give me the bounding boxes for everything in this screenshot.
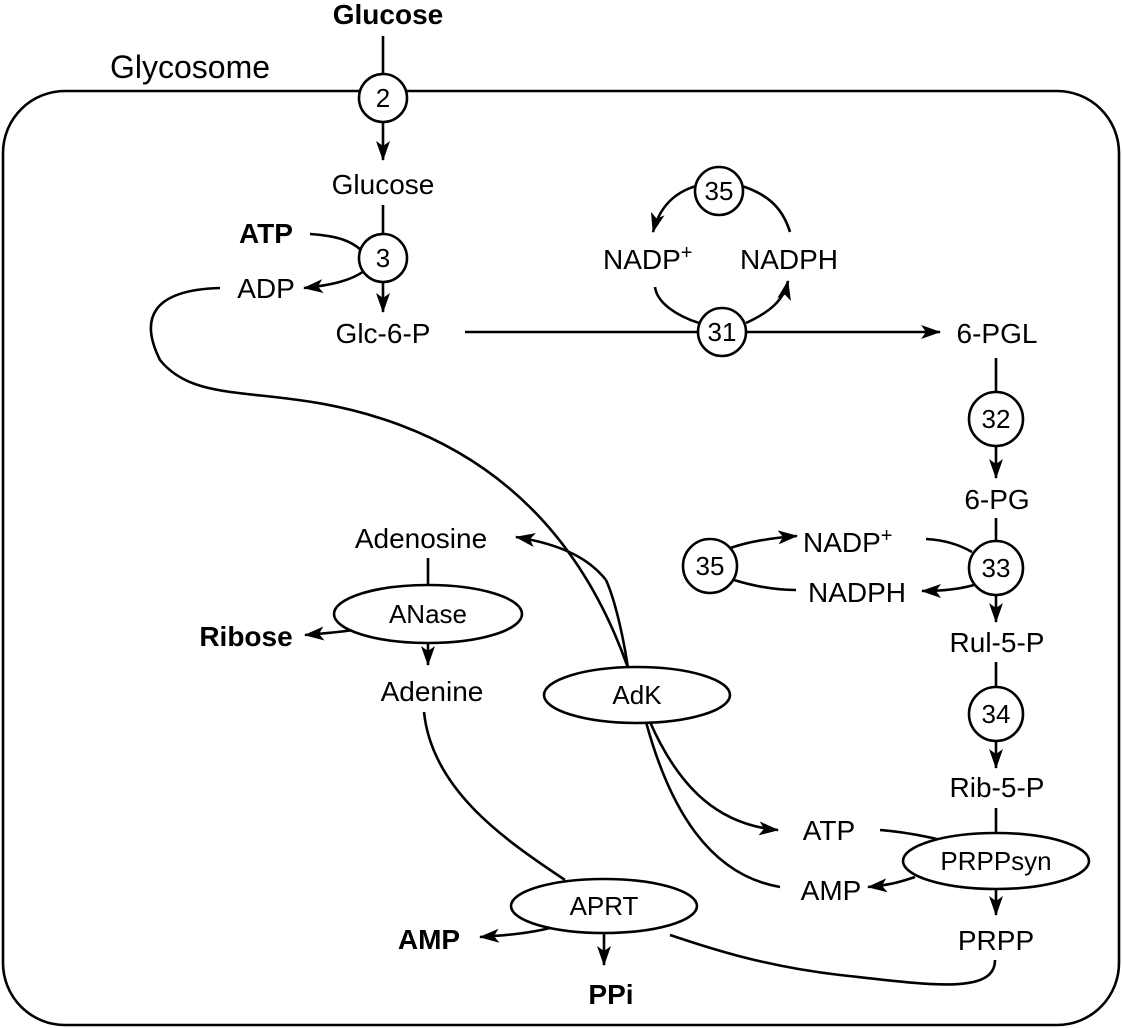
svg-text:33: 33 — [982, 553, 1011, 583]
prpp: PRPP — [958, 925, 1034, 956]
enzyme-32-node: 32 — [967, 390, 1025, 448]
svg-text:35: 35 — [705, 176, 734, 206]
enzyme-34-node: 34 — [967, 685, 1025, 743]
nadph-middle: NADPH — [808, 577, 906, 608]
aprt-node: APRT — [509, 877, 699, 935]
adenine: Adenine — [381, 676, 484, 707]
glycosome-membrane — [1, 89, 1121, 1027]
glucose-6-phosphate: Glc-6-P — [336, 318, 431, 349]
enzyme-2-node: 2 — [357, 72, 409, 124]
prppsyn-node: PRPPsyn — [901, 831, 1091, 891]
atp-lower: ATP — [803, 815, 855, 846]
nadp-plus-middle: NADP+ — [803, 525, 892, 558]
amp-lower: AMP — [801, 875, 862, 906]
pentose-phosphate-edges — [724, 358, 1003, 769]
svg-text:2: 2 — [376, 83, 390, 113]
6-phosphogluconolactone: 6-PGL — [957, 318, 1038, 349]
ppi-output: PPi — [588, 979, 633, 1010]
ribose-5-phosphate: Rib-5-P — [950, 772, 1045, 803]
enzyme-31-node: 31 — [696, 306, 748, 358]
glucose-external: Glucose — [333, 0, 443, 30]
adenosine: Adenosine — [355, 523, 487, 554]
svg-text:32: 32 — [982, 404, 1011, 434]
svg-text:PRPPsyn: PRPPsyn — [940, 846, 1051, 876]
amp-output: AMP — [398, 924, 460, 955]
anase-node: ANase — [332, 583, 524, 645]
enzyme-33-node: 33 — [967, 539, 1025, 597]
enzyme-35-middle-node: 35 — [681, 537, 739, 595]
ribulose-5-phosphate: Rul-5-P — [950, 627, 1045, 658]
enzyme-3-node: 3 — [357, 232, 409, 284]
atp-hexokinase-input: ATP — [239, 218, 293, 249]
nadp-plus-top: NADP+ — [603, 242, 692, 275]
adk-node: AdK — [542, 665, 732, 725]
nadph-top: NADPH — [740, 244, 838, 275]
glycosome-label: Glycosome — [110, 49, 270, 85]
6-phosphogluconate: 6-PG — [964, 484, 1029, 515]
oxidation-edges — [465, 184, 941, 339]
glucose-internal: Glucose — [332, 169, 435, 200]
ribose-output: Ribose — [199, 621, 292, 652]
adp-hexokinase-output: ADP — [237, 273, 295, 304]
svg-text:APRT: APRT — [570, 891, 639, 921]
svg-text:ANase: ANase — [389, 599, 467, 629]
svg-text:34: 34 — [982, 699, 1011, 729]
glucose-import-edges — [303, 36, 390, 313]
svg-text:31: 31 — [708, 317, 737, 347]
adenylate-kinase-edges — [149, 286, 781, 889]
svg-text:AdK: AdK — [612, 680, 662, 710]
svg-text:35: 35 — [696, 551, 725, 581]
enzyme-35-top-node: 35 — [693, 165, 745, 217]
svg-text:3: 3 — [376, 243, 390, 273]
